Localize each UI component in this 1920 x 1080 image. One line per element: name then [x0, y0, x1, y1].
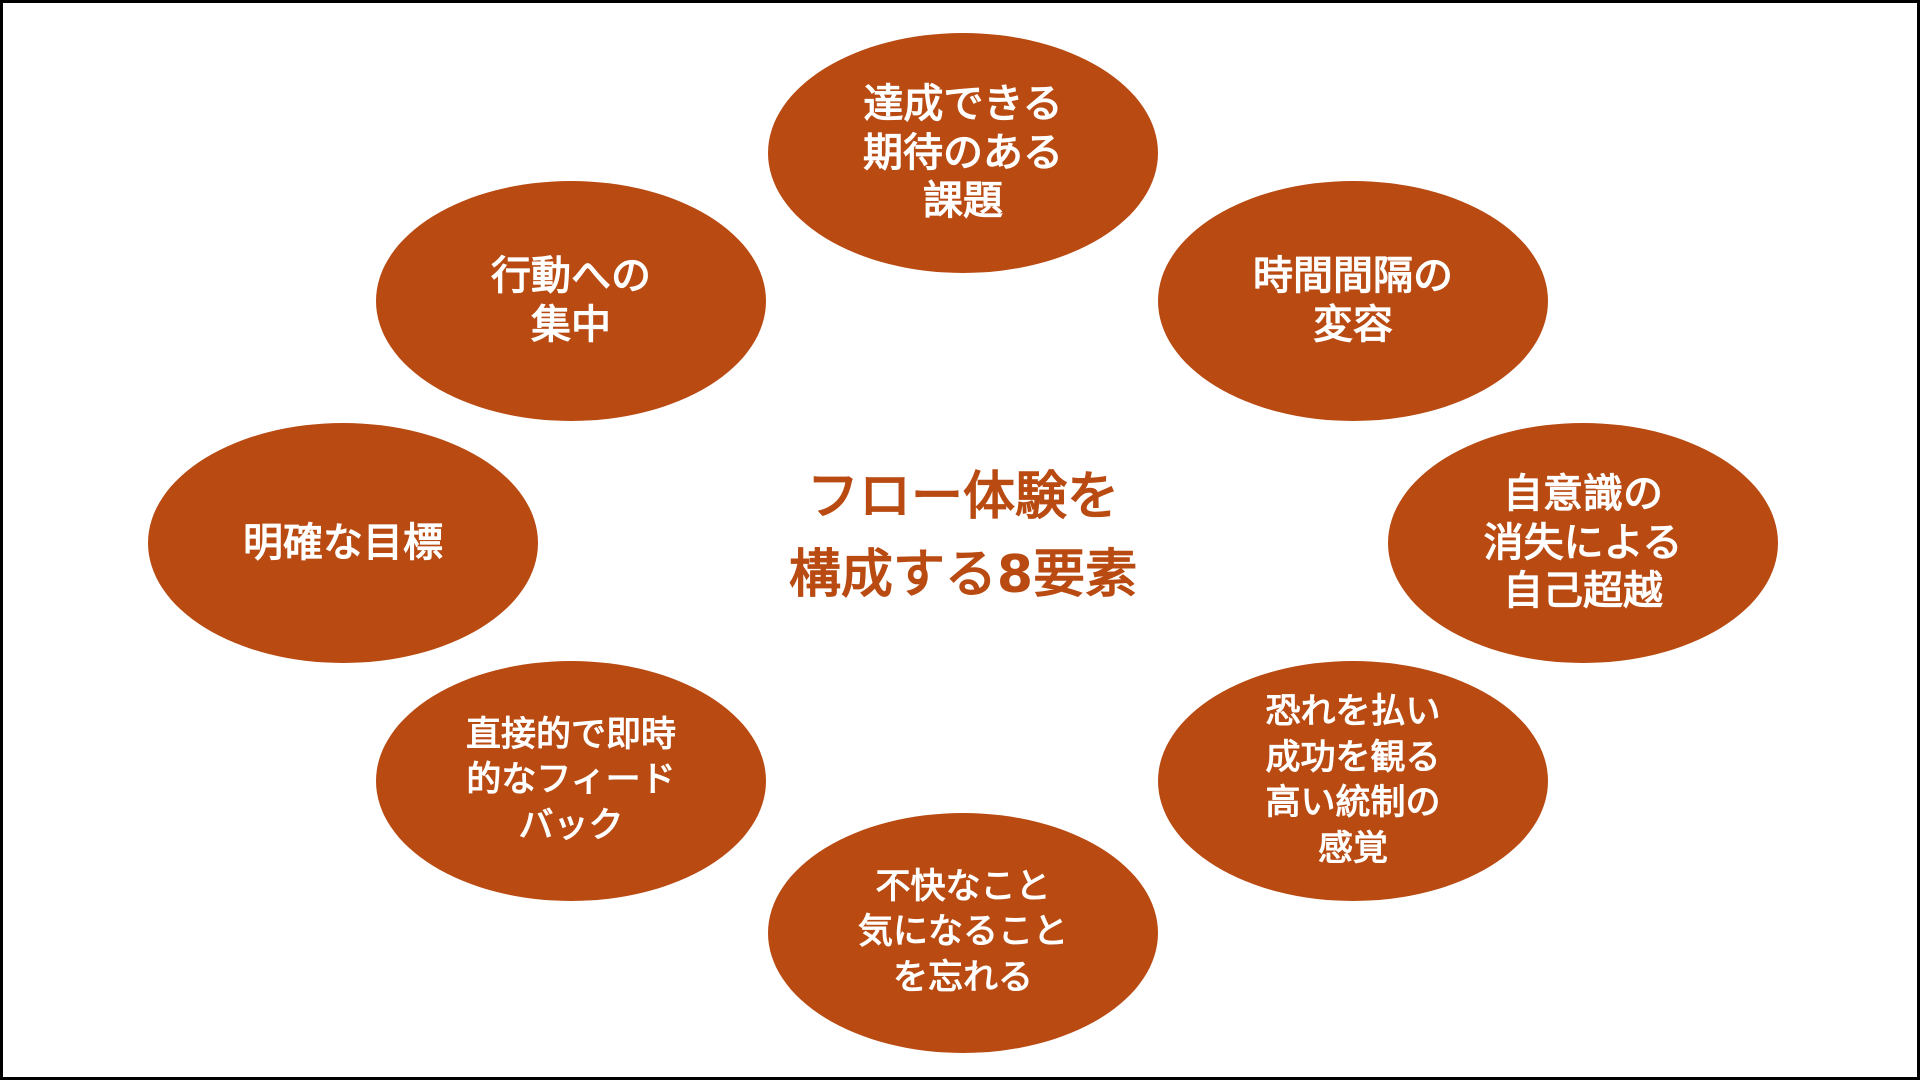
node-time: 時間間隔の 変容 [1158, 181, 1548, 421]
node-self-label: 自意識の 消失による 自己超越 [1483, 470, 1683, 615]
node-challenge-label: 達成できる 期待のある 課題 [863, 80, 1063, 225]
node-worry-label: 不快なこと 気になること を忘れる [857, 866, 1068, 998]
node-goal: 明確な目標 [148, 423, 538, 663]
node-control: 恐れを払い 成功を観る 高い統制の 感覚 [1158, 661, 1548, 901]
node-time-label: 時間間隔の 変容 [1253, 253, 1453, 348]
node-goal-label: 明確な目標 [243, 519, 443, 566]
node-feedback-label: 直接的で即時 的なフィード バック [465, 714, 676, 846]
node-challenge: 達成できる 期待のある 課題 [768, 33, 1158, 273]
node-worry: 不快なこと 気になること を忘れる [768, 813, 1158, 1053]
node-feedback: 直接的で即時 的なフィード バック [376, 661, 766, 901]
node-focus: 行動への 集中 [376, 181, 766, 421]
diagram-title: フロー体験を 構成する8要素 [788, 467, 1138, 605]
node-self: 自意識の 消失による 自己超越 [1388, 423, 1778, 663]
node-focus-label: 行動への 集中 [491, 253, 651, 348]
node-control-label: 恐れを払い 成功を観る 高い統制の 感覚 [1265, 692, 1441, 869]
